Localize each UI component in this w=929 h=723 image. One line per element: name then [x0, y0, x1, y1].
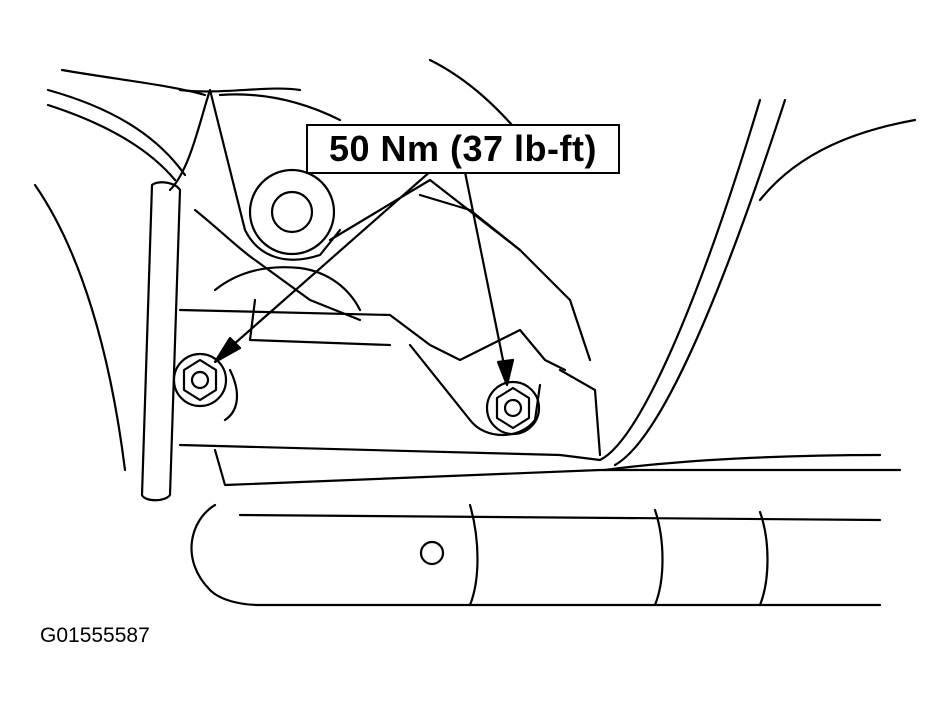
- torque-callout: 50 Nm (37 lb-ft): [306, 124, 620, 174]
- right-bolt: [485, 380, 541, 436]
- mount-bracket: [178, 266, 602, 462]
- skid-plate: [190, 503, 882, 607]
- upper-frame-lines: [33, 58, 917, 472]
- figure-id: G01555587: [40, 624, 150, 647]
- frame-rail: [213, 98, 902, 487]
- left-tube: [140, 181, 182, 502]
- left-bolt: [172, 352, 228, 408]
- leader-arrows: [213, 168, 515, 387]
